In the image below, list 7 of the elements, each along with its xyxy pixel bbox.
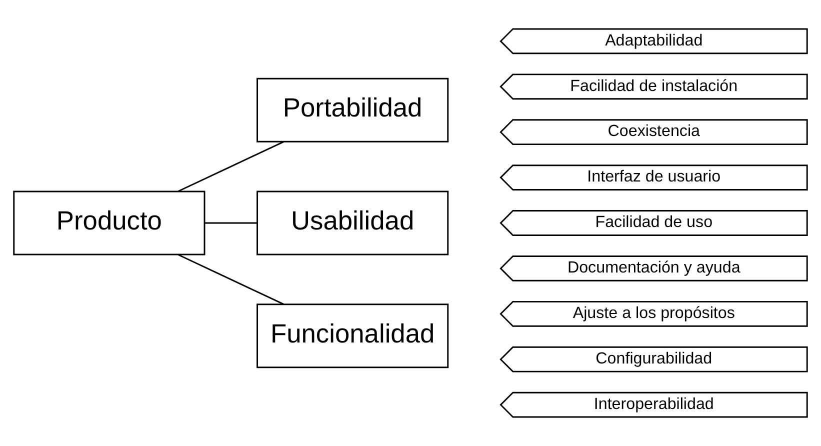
connector <box>178 141 284 192</box>
connector <box>205 222 258 224</box>
node-box: Portabilidad <box>256 78 449 142</box>
node-box: Usabilidad <box>256 190 449 256</box>
node-box: Funcionalidad <box>256 304 449 368</box>
node-box: Producto <box>13 190 206 256</box>
connector <box>178 254 284 305</box>
